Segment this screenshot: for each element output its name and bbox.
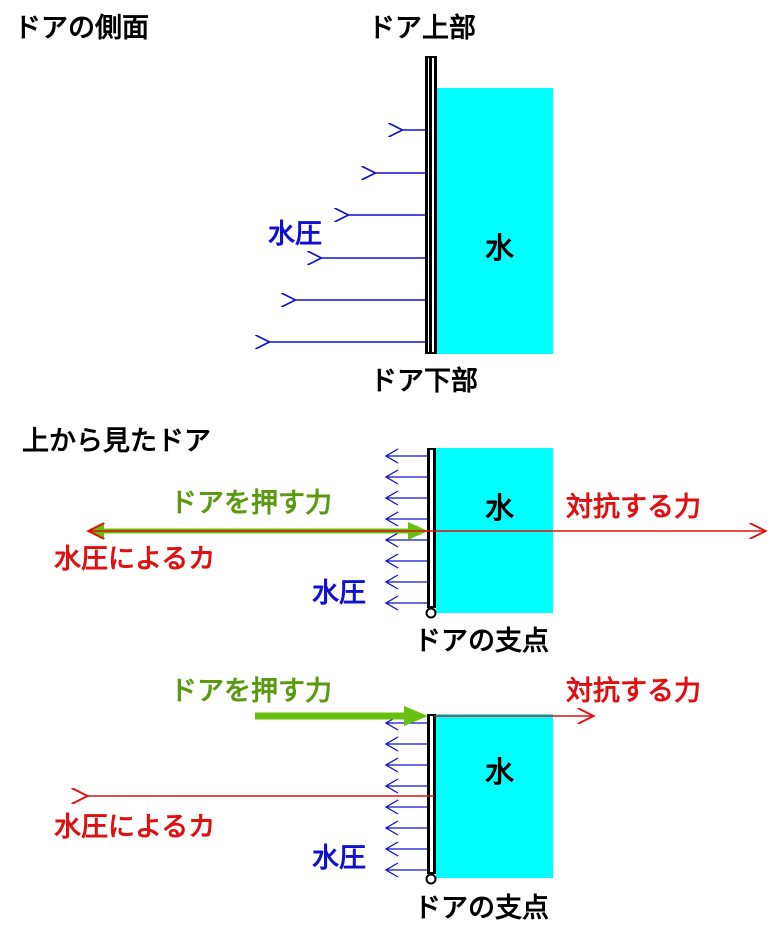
pressure-arrow	[384, 841, 427, 857]
pivot-circle-2	[425, 873, 437, 885]
side-view: ドアの側面 ドア上部 水 水圧 ドア下部	[14, 12, 553, 397]
water-label-side: 水	[485, 231, 515, 265]
push-force-head	[404, 706, 428, 726]
door-side	[425, 56, 437, 354]
door-panel-gap-top-2	[430, 716, 433, 872]
top-view-title: 上から見たドア	[22, 426, 211, 457]
pressure-arrow	[384, 574, 427, 590]
water-top-2	[436, 714, 553, 878]
pressure-arrow	[384, 757, 427, 773]
pivot-label-2: ドアの支点	[414, 893, 549, 924]
push-force-arrow-top-2	[255, 706, 428, 726]
pressure-arrow	[384, 778, 427, 794]
top-view-1: 上から見たドア 水 ドアを押す力 対抗する力 水圧によるカ 水圧 ドアの支点	[22, 426, 764, 657]
water-side	[436, 88, 553, 354]
resist-force-label-1: 対抗する力	[566, 491, 701, 523]
pressure-arrows-top-2	[384, 715, 427, 878]
pressure-label-top-1: 水圧	[312, 578, 366, 609]
pressure-force-label-2: 水圧によるカ	[54, 812, 215, 843]
door-bottom-label: ドア下部	[370, 365, 478, 397]
push-force-label-2: ドアを押す力	[170, 676, 332, 707]
pivot-label-1: ドアの支点	[414, 626, 549, 657]
pivot-circle-1	[425, 607, 437, 619]
resist-force-label-2: 対抗する力	[566, 675, 701, 707]
push-force-label-1: ドアを押す力	[170, 488, 332, 519]
side-view-title: ドアの側面	[14, 13, 149, 44]
door-panel-gap-top-1	[430, 450, 433, 606]
pressure-arrow	[384, 736, 427, 752]
top-view-2: 水 ドアを押す力 対抗する力 水圧によるカ 水圧 ドアの支点	[54, 675, 701, 924]
pressure-arrow	[384, 532, 427, 548]
pressure-arrow	[384, 820, 427, 836]
pressure-arrows-side	[268, 130, 425, 342]
door-top-label: ドア上部	[368, 12, 476, 44]
water-label-top-1: 水	[485, 491, 515, 525]
pressure-force-label-1: 水圧によるカ	[54, 544, 215, 575]
pressure-arrow	[384, 595, 427, 611]
pressure-label-top-2: 水圧	[312, 843, 366, 874]
pressure-arrow	[384, 448, 427, 464]
door-panel-core-side	[429, 58, 432, 352]
water-label-top-2: 水	[485, 755, 515, 789]
pressure-arrow	[384, 511, 427, 527]
pressure-arrow	[384, 553, 427, 569]
pressure-arrow	[384, 490, 427, 506]
pressure-label-side: 水圧	[268, 219, 322, 250]
pressure-arrow	[384, 862, 427, 878]
pressure-arrow	[384, 469, 427, 485]
pressure-arrow	[384, 799, 427, 815]
pressure-arrows-top-1	[384, 448, 427, 611]
